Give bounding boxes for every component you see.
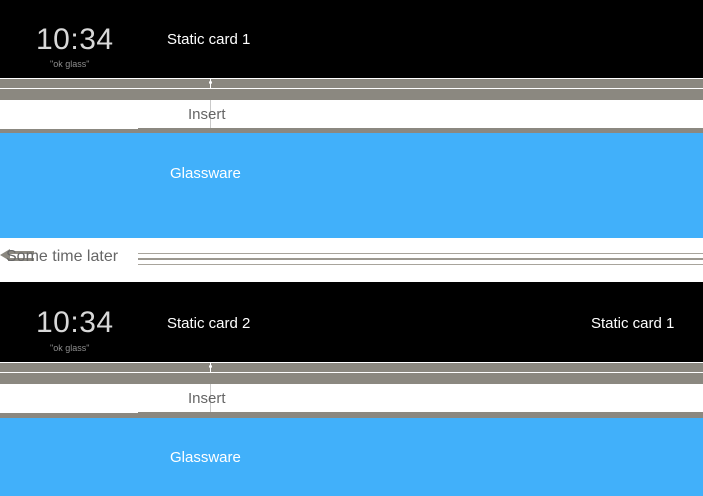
insert-divider-2 <box>210 384 211 412</box>
voice-hint-1: "ok glass" <box>50 59 90 69</box>
insert-row-1[interactable] <box>0 100 703 128</box>
transition-row <box>0 238 703 282</box>
timeline-card-row-1 <box>0 0 703 78</box>
clock-time-2: 10:34 <box>36 306 114 339</box>
glassware-row-1[interactable] <box>0 133 703 238</box>
transition-rule-right <box>138 253 703 254</box>
static-card-2-label: Static card 2 <box>167 315 251 332</box>
insert-guide-line-1 <box>0 88 703 89</box>
insert-row-2[interactable] <box>0 384 703 412</box>
insert-anchor-stem-1 <box>210 79 211 88</box>
voice-hint-2: "ok glass" <box>50 343 90 353</box>
transition-strip-right <box>138 258 703 260</box>
insert-track-band-1 <box>0 79 703 100</box>
glassware-track-band-2 <box>0 412 703 418</box>
transition-rule-right-2 <box>138 264 703 265</box>
glassware-guide-line-1a <box>0 128 138 129</box>
clock-time-1: 10:34 <box>36 23 114 56</box>
insert-label-2: Insert <box>188 390 226 407</box>
insert-label-1: Insert <box>188 106 226 123</box>
glassware-label-1: Glassware <box>170 165 241 182</box>
transition-strip-left-2 <box>8 258 34 261</box>
glassware-guide-line-2a <box>0 412 138 413</box>
glassware-row-2[interactable] <box>0 418 703 496</box>
static-card-1-label-2: Static card 1 <box>591 315 675 332</box>
insert-anchor-stem-2 <box>210 363 211 372</box>
transition-arrow-icon <box>0 249 10 261</box>
timeline-card-row-2 <box>0 282 703 362</box>
insert-divider-1 <box>210 100 211 128</box>
transition-label: Some time later <box>6 248 119 265</box>
insert-guide-line-2 <box>0 372 703 373</box>
transition-strip-left <box>8 251 34 254</box>
glassware-track-band-1 <box>0 128 703 133</box>
static-card-1-label: Static card 1 <box>167 31 251 48</box>
insert-track-band-2 <box>0 363 703 384</box>
glassware-label-2: Glassware <box>170 449 241 466</box>
